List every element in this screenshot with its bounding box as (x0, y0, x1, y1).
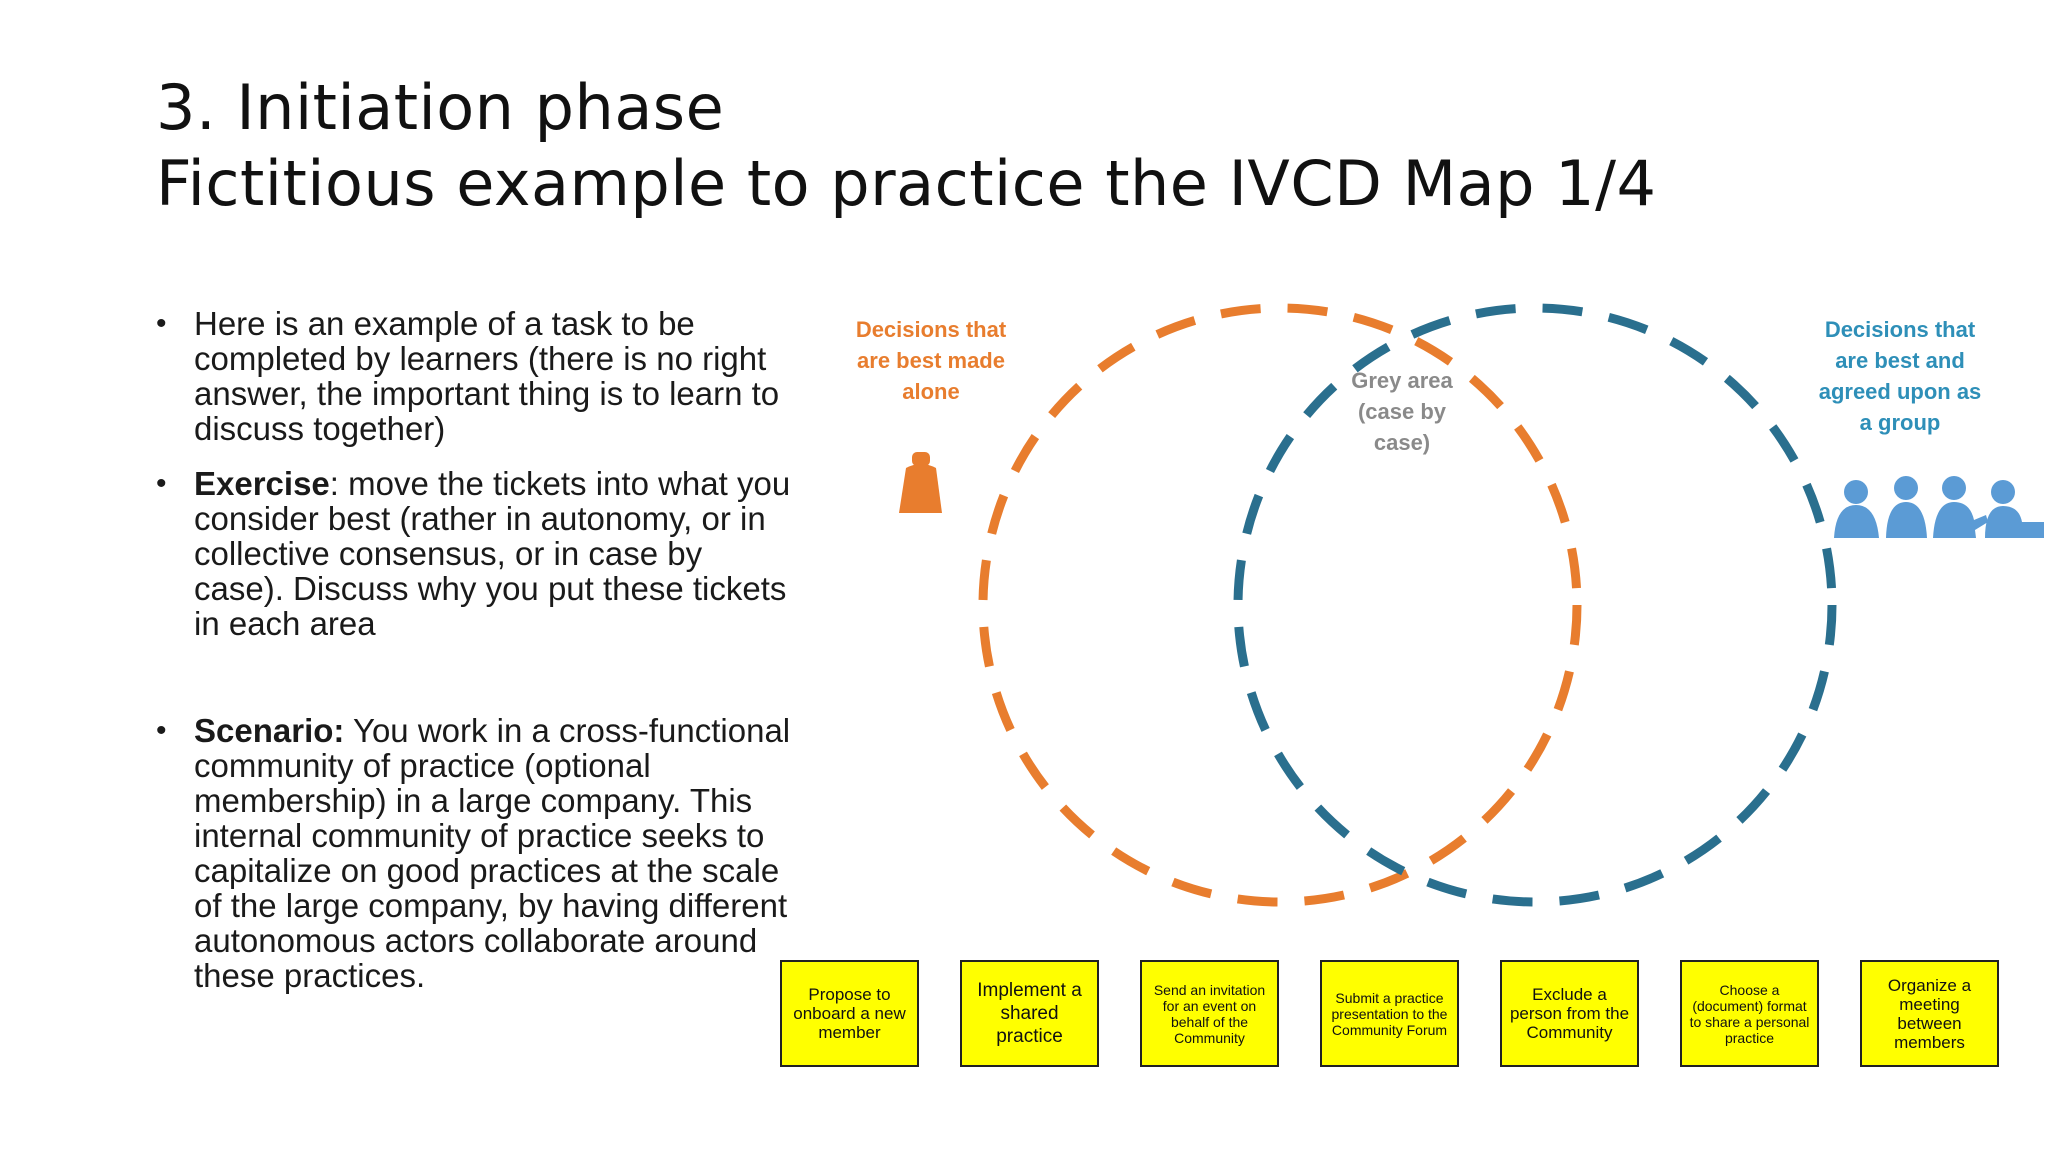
ticket-organize-meeting[interactable]: Organize a meeting between members (1860, 960, 1999, 1067)
bullet-intro-text: Here is an example of a task to be compl… (194, 305, 780, 447)
left-area-label: Decisions that are best made alone (855, 317, 1007, 404)
bullet-intro: Here is an example of a task to be compl… (156, 306, 796, 446)
bullet-scenario-text: You work in a cross-functional community… (194, 712, 791, 994)
single-person-icon (899, 452, 942, 513)
bullet-scenario: Scenario: You work in a cross-functional… (156, 713, 796, 993)
bullet-scenario-bold: Scenario: (194, 712, 345, 749)
right-area-label: Decisions that are best and agreed upon … (1818, 317, 1982, 435)
bullet-exercise-text: : move the tickets into what you conside… (194, 465, 791, 642)
ticket-submit-presentation[interactable]: Submit a practice presentation to the Co… (1320, 960, 1459, 1067)
autonomy-circle (978, 303, 1582, 907)
group-of-people-icon (1834, 476, 2044, 538)
ticket-exclude-person[interactable]: Exclude a person from the Community (1500, 960, 1639, 1067)
grey-area-label: Grey area (case by case) (1351, 368, 1453, 455)
ticket-text: Implement a shared practice (977, 980, 1082, 1047)
ticket-send-invitation[interactable]: Send an invitation for an event on behal… (1140, 960, 1279, 1067)
ticket-choose-format[interactable]: Choose a (document) format to share a pe… (1680, 960, 1819, 1067)
title-line-2: Fictitious example to practice the IVCD … (156, 147, 1657, 220)
ticket-text: Submit a practice presentation to the Co… (1331, 989, 1448, 1038)
slide-title: 3. Initiation phase Fictitious example t… (156, 70, 1656, 222)
ticket-propose-onboard[interactable]: Propose to onboard a new member (780, 960, 919, 1067)
ticket-text: Exclude a person from the Community (1509, 985, 1630, 1042)
ticket-text: Propose to onboard a new member (793, 985, 906, 1042)
bullet-exercise-bold: Exercise (194, 465, 330, 502)
bullet-exercise: Exercise: move the tickets into what you… (156, 466, 796, 641)
title-line-1: 3. Initiation phase (156, 71, 725, 144)
bullet-list: Here is an example of a task to be compl… (156, 306, 796, 1013)
group-circle (1233, 303, 1837, 907)
ticket-text: Send an invitation for an event on behal… (1153, 981, 1266, 1046)
ticket-text: Choose a (document) format to share a pe… (1689, 981, 1810, 1046)
ticket-implement-practice[interactable]: Implement a shared practice (960, 960, 1099, 1067)
ticket-text: Organize a meeting between members (1887, 975, 1972, 1052)
